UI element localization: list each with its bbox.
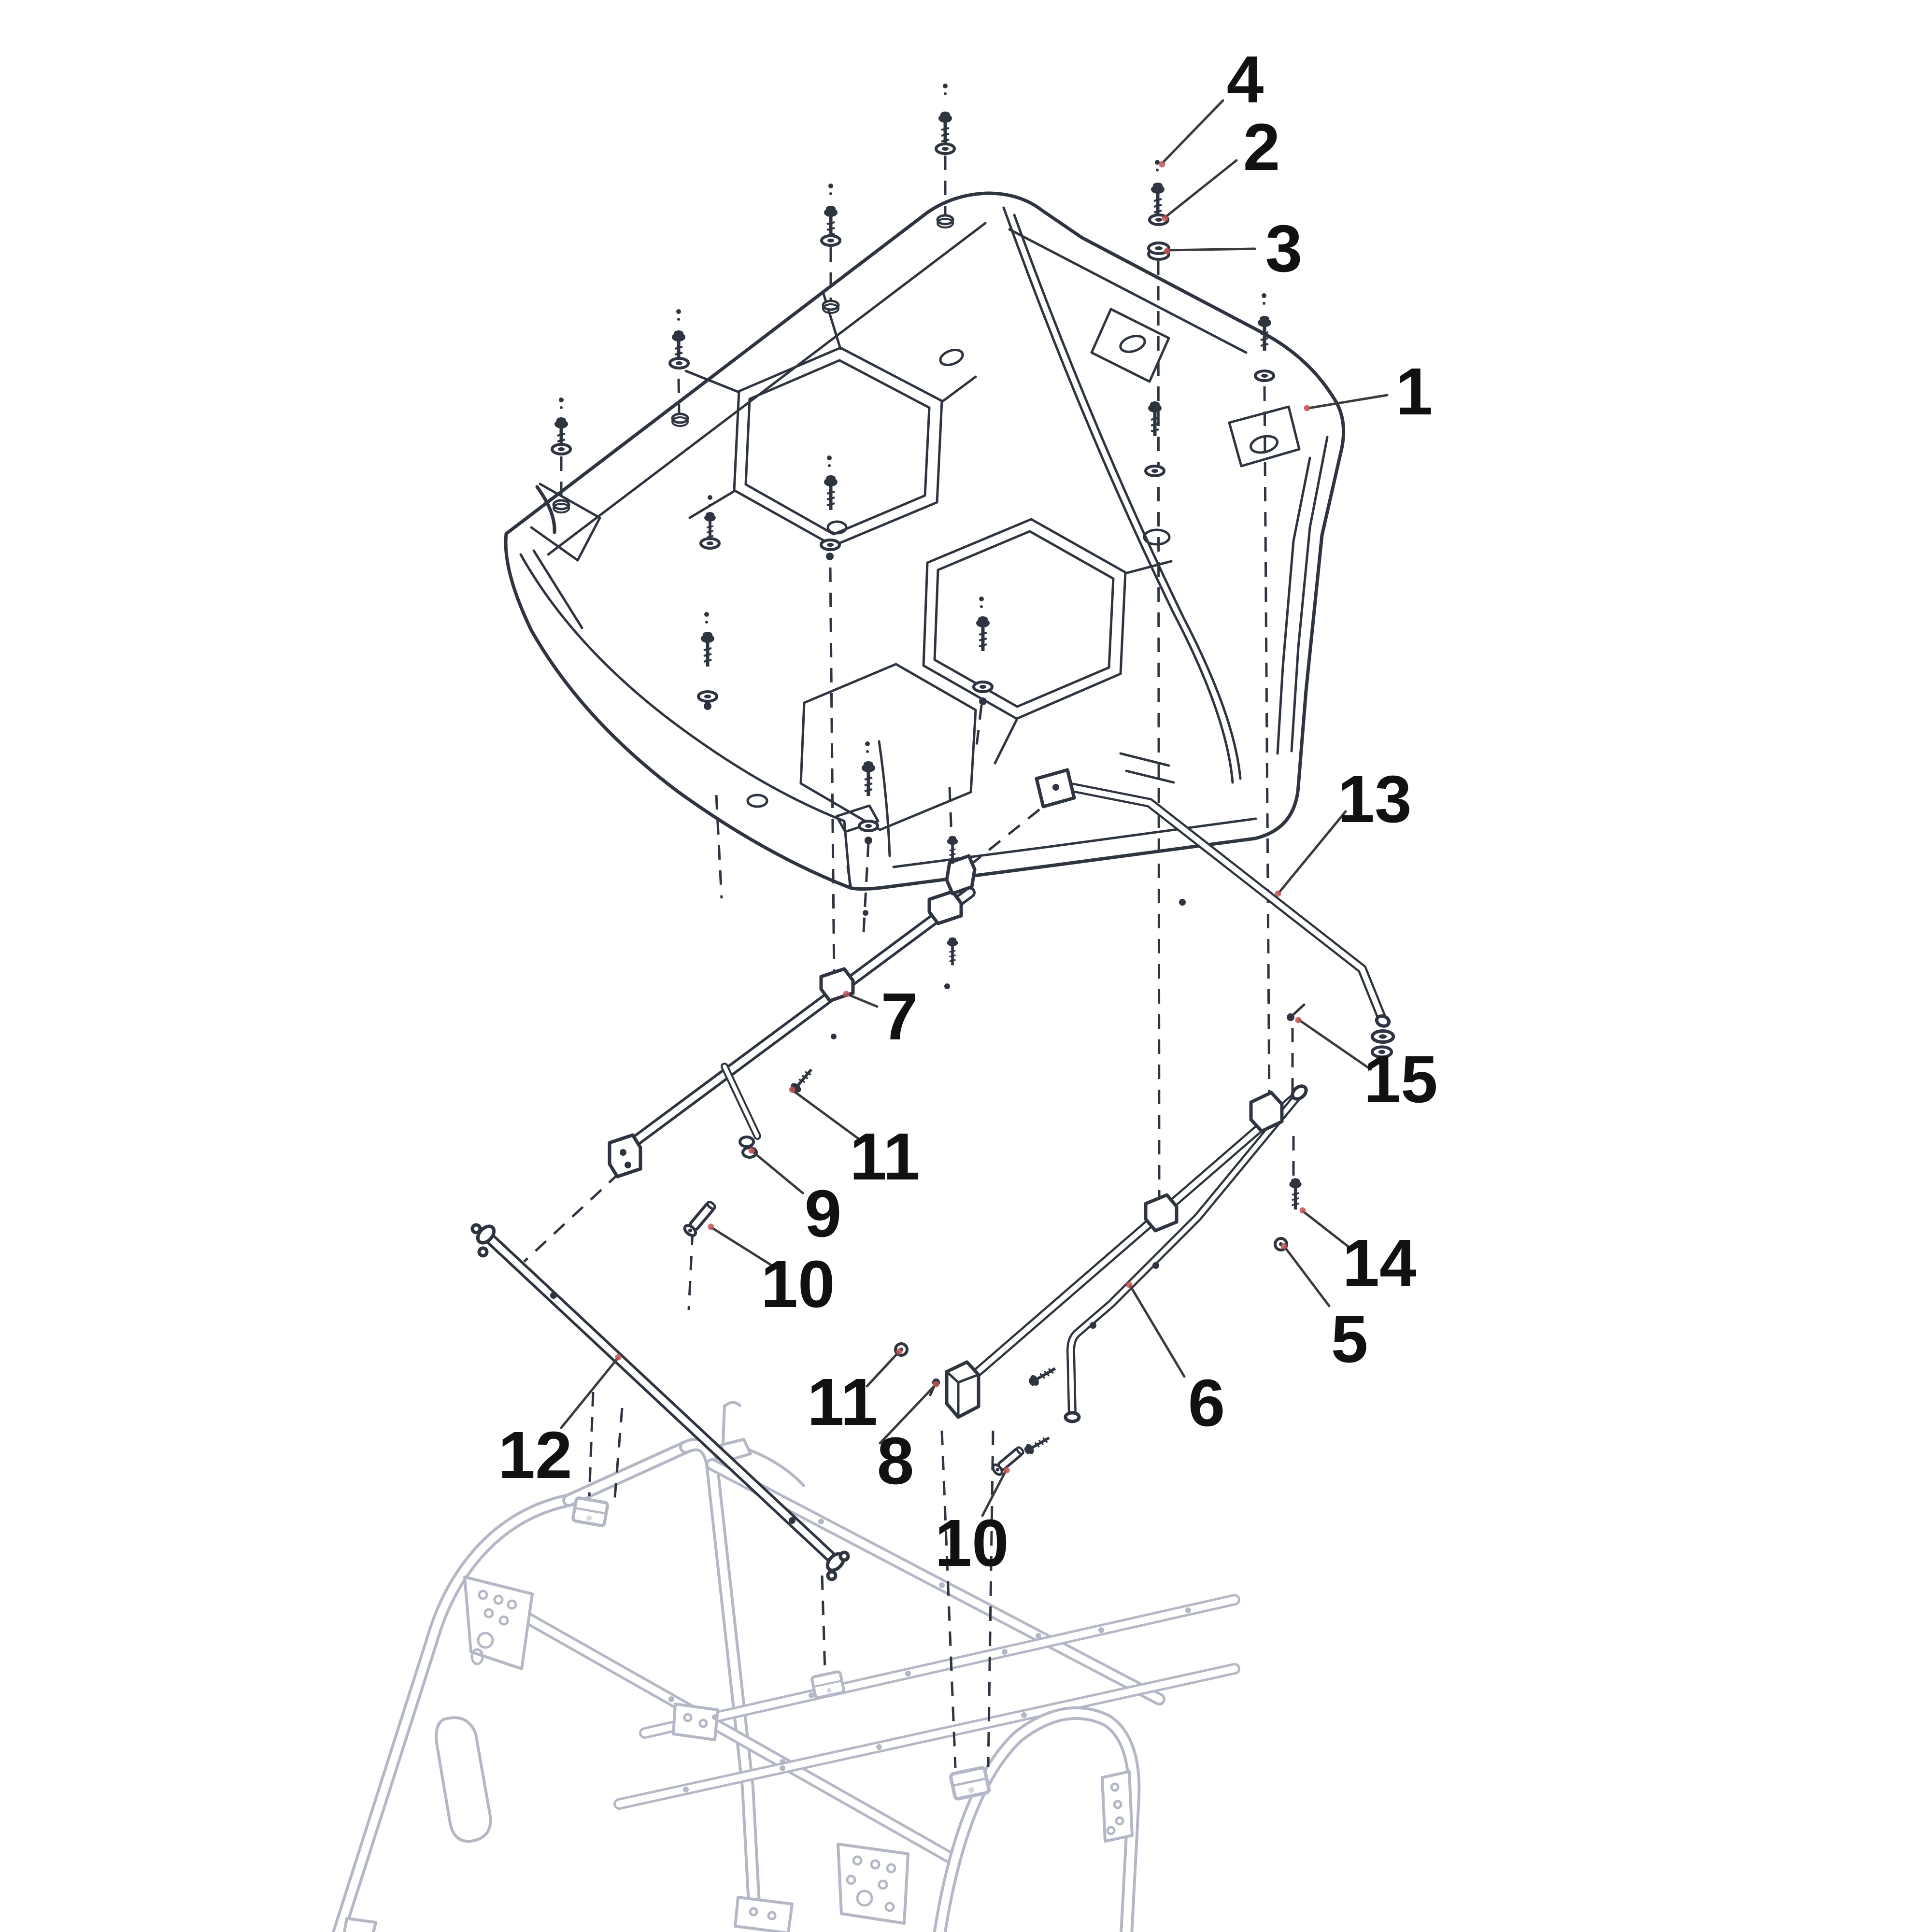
- bolt-right-rail-front: [1027, 1364, 1058, 1388]
- cage-a-pillar-foot: [342, 1917, 377, 1932]
- roof-panel: [504, 191, 1346, 891]
- cage-plate-mid: [672, 1703, 719, 1741]
- cage-clamp-rear: [950, 1767, 989, 1800]
- dash-roof-to-rear-bracket: [1263, 386, 1271, 1103]
- cage-gusset-bottom: [837, 1843, 909, 1925]
- leader-markers: [615, 161, 1310, 1474]
- cage-clamp-mid: [811, 1671, 844, 1698]
- crossbar-left-plate: [608, 1133, 642, 1179]
- callout-9: 9: [805, 1177, 842, 1251]
- callout-12: 12: [498, 1418, 572, 1492]
- callout-13: 13: [1337, 762, 1412, 837]
- callout-7: 7: [881, 980, 918, 1054]
- roof-mount-holes: [704, 335, 1279, 844]
- rops-cage-frame: [331, 1401, 1240, 1932]
- pin-item-10-front: [683, 1199, 718, 1237]
- roof-surface-details: [519, 206, 1329, 890]
- cage-rail-holes: [668, 1519, 1191, 1792]
- callout-2: 2: [1243, 110, 1280, 185]
- callout-3: 3: [1265, 212, 1303, 286]
- screw-item-4: [1151, 160, 1165, 217]
- right-side-rail: [955, 1084, 1308, 1423]
- callout-10-rear: 10: [935, 1506, 1009, 1580]
- callout-15: 15: [1364, 1042, 1438, 1117]
- left-side-rail: [470, 1223, 850, 1581]
- right-rail-rear-bracket: [1249, 1091, 1284, 1133]
- callout-11-front: 11: [850, 1120, 920, 1194]
- callout-6: 6: [1188, 1366, 1225, 1440]
- front-crossbar: [608, 836, 977, 1179]
- washers-item-15: [1287, 1003, 1393, 1057]
- callout-1: 1: [1396, 355, 1433, 429]
- cage-grab-handle: [435, 1716, 492, 1843]
- callout-11-rear: 11: [807, 1365, 878, 1439]
- callout-leaders: [560, 99, 1389, 1517]
- callout-14: 14: [1342, 1226, 1417, 1300]
- bushing-item-9: [739, 1136, 758, 1159]
- cage-gusset-left: [463, 1576, 534, 1670]
- cage-plate-right-leg: [1101, 1770, 1134, 1843]
- callout-5: 5: [1331, 1302, 1368, 1377]
- callout-10-front: 10: [761, 1247, 835, 1321]
- callout-4: 4: [1227, 43, 1264, 117]
- cage-b-pillar-foot: [734, 1896, 794, 1932]
- callout-8: 8: [877, 1424, 914, 1498]
- crossbar-end-bracket: [945, 854, 977, 895]
- right-rail-mid-bracket: [1144, 1193, 1179, 1233]
- cage-a-pillar: [331, 1493, 576, 1932]
- bolt-right-rail-lower: [1023, 1433, 1052, 1456]
- bolt-item-14: [1289, 1178, 1301, 1209]
- crossbar-pad-right: [927, 890, 963, 925]
- callout-labels: 4 2 3 1 13 7 11 9 10 15 14 5 6 12 11 8 1…: [498, 43, 1438, 1580]
- front-mount-bracket: [929, 1360, 980, 1419]
- rear-support-tube: [1035, 768, 1391, 1028]
- roof-outline: [504, 191, 1346, 891]
- roof-mount-bars: [470, 768, 1391, 1581]
- cage-clamp-front: [572, 1497, 608, 1526]
